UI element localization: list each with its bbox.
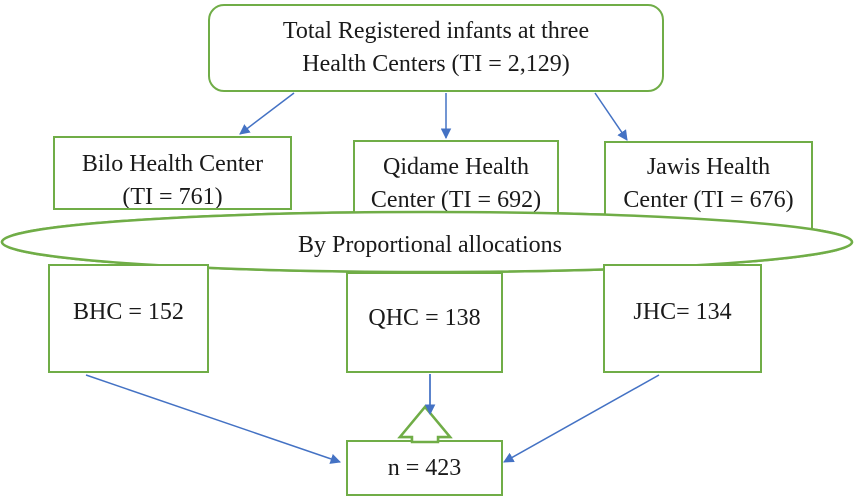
total-registered-line1: Total Registered infants at three [282,18,590,44]
arrow-top-to-bilo [239,92,295,135]
bhc-sample-box: BHC = 152 [48,264,209,373]
total-sample-box: n = 423 [346,440,503,496]
bilo-health-center-box: Bilo Health Center (TI = 761) [53,136,292,210]
jawis-line2: Center (TI = 676) [623,187,794,213]
qidame-line2: Center (TI = 692) [370,187,542,213]
bilo-line1: Bilo Health Center [81,151,264,177]
jhc-label: JHC= 134 [633,299,732,325]
jhc-sample-box: JHC= 134 [603,264,762,373]
total-registered-line2: Health Centers (TI = 2,129) [302,51,570,77]
arrow-top-to-jawis [594,92,628,141]
jawis-health-center-box: Jawis Health Center (TI = 676) [604,141,813,231]
total-sample-label: n = 423 [387,454,462,481]
allocation-label: By Proportional allocations [298,231,562,258]
qhc-label: QHC = 138 [368,305,481,331]
block-up-arrow [397,405,453,444]
arrow-bhc-to-total [85,374,341,464]
qhc-sample-box: QHC = 138 [346,272,503,373]
bhc-label: BHC = 152 [73,299,184,325]
jawis-line1: Jawis Health [646,154,771,180]
qidame-line1: Qidame Health [383,154,529,180]
arrow-jhc-to-total [503,374,660,463]
qidame-health-center-box: Qidame Health Center (TI = 692) [353,140,559,214]
total-registered-box: Total Registered infants at three Health… [208,4,664,92]
bilo-line2: (TI = 761) [122,184,223,210]
